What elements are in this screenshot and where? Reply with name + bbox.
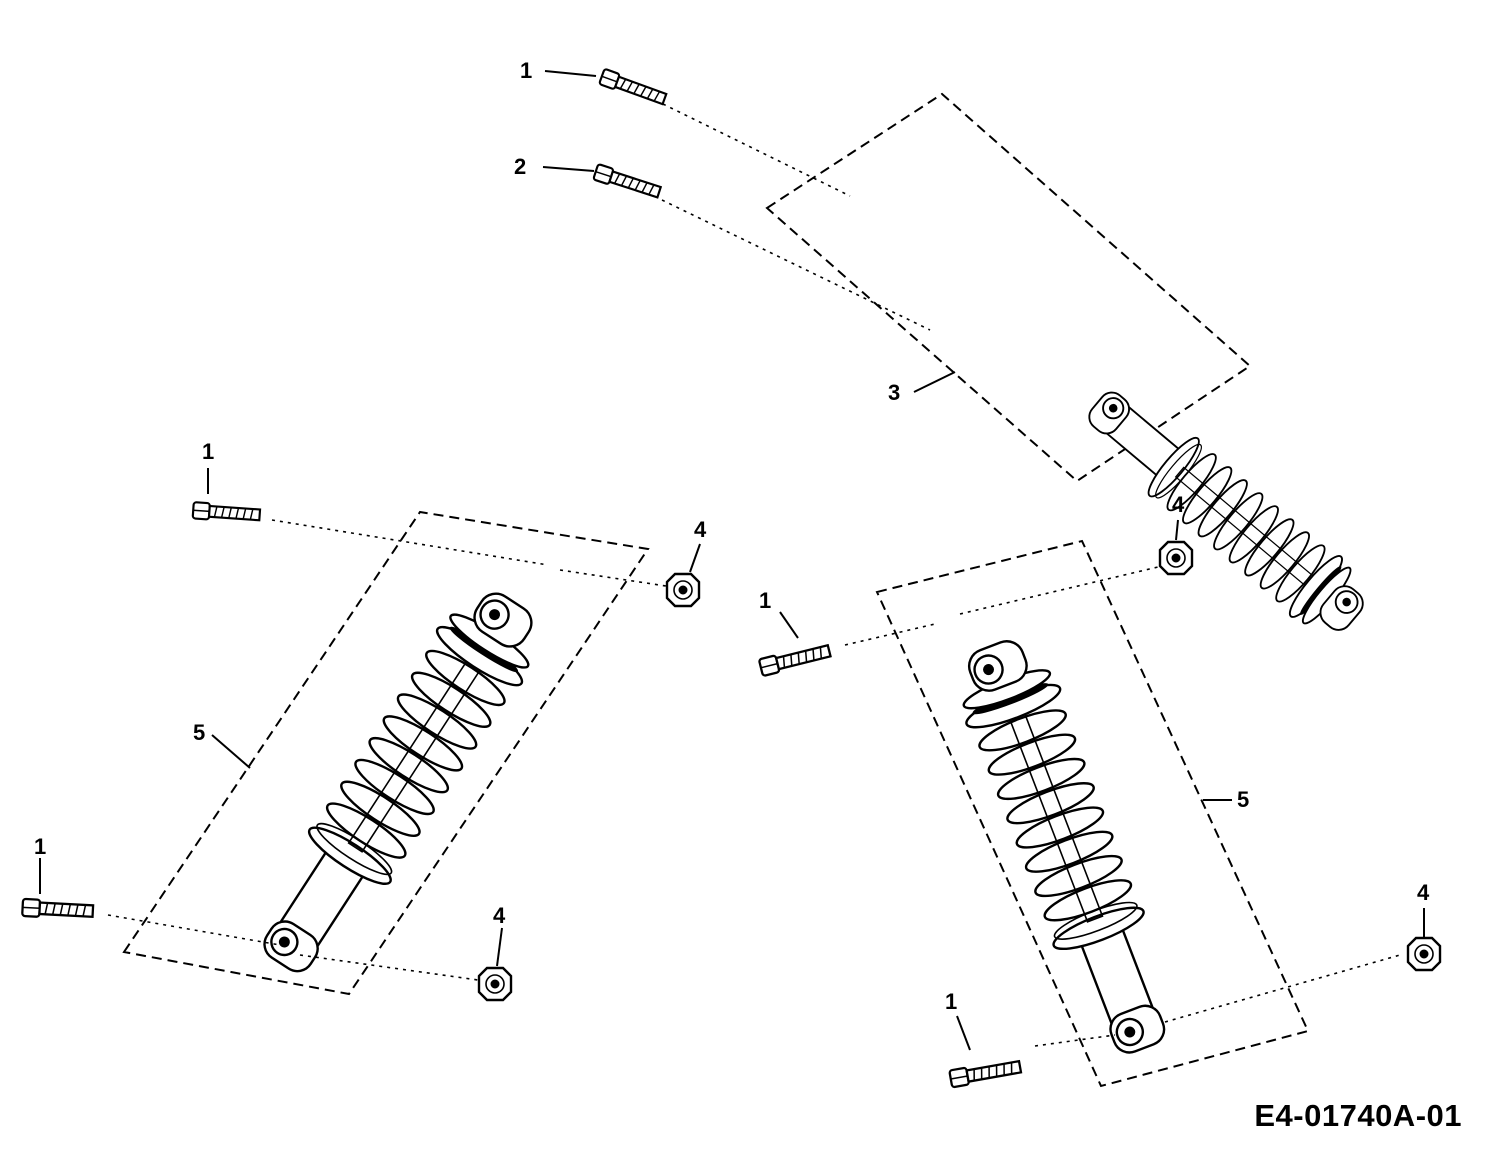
top-bolt-2	[542, 162, 663, 202]
callout-top-assembly: 3	[888, 380, 901, 405]
callout-right-nut-top: 4	[1172, 492, 1185, 517]
callout-right-assembly: 5	[1237, 787, 1250, 812]
top-assembly-leader	[913, 371, 956, 393]
callout-right-nut-bottom: 4	[1417, 880, 1430, 905]
left-nut-bottom	[477, 927, 513, 1002]
callout-left-nut-top: 4	[694, 517, 707, 542]
callout-top-bolt-2: 2	[514, 154, 527, 179]
left-assembly-leader	[211, 734, 251, 769]
callout-left-nut-bottom: 4	[493, 903, 506, 928]
left-nut-top	[665, 543, 701, 608]
callout-right-bolt-top: 1	[759, 588, 772, 613]
callout-left-assembly: 5	[193, 720, 206, 745]
top-shock-assembly	[661, 92, 1381, 650]
right-bolt-bottom	[948, 1015, 1023, 1089]
callout-left-bolt-bottom: 1	[34, 834, 47, 859]
callout-top-bolt-1: 1	[520, 58, 533, 83]
left-shock-assembly	[107, 510, 667, 996]
right-nut-top	[1158, 519, 1194, 576]
left-bolt-top	[191, 468, 262, 525]
top-bolt-1	[544, 67, 669, 108]
right-bolt-top	[757, 611, 833, 678]
right-shock-assembly	[844, 539, 1401, 1088]
callout-left-bolt-top: 1	[202, 439, 215, 464]
left-bolt-bottom	[21, 858, 95, 921]
callout-right-bolt-bottom: 1	[945, 989, 958, 1014]
drawing-code: E4-01740A-01	[1254, 1098, 1462, 1133]
right-nut-bottom	[1406, 908, 1442, 972]
